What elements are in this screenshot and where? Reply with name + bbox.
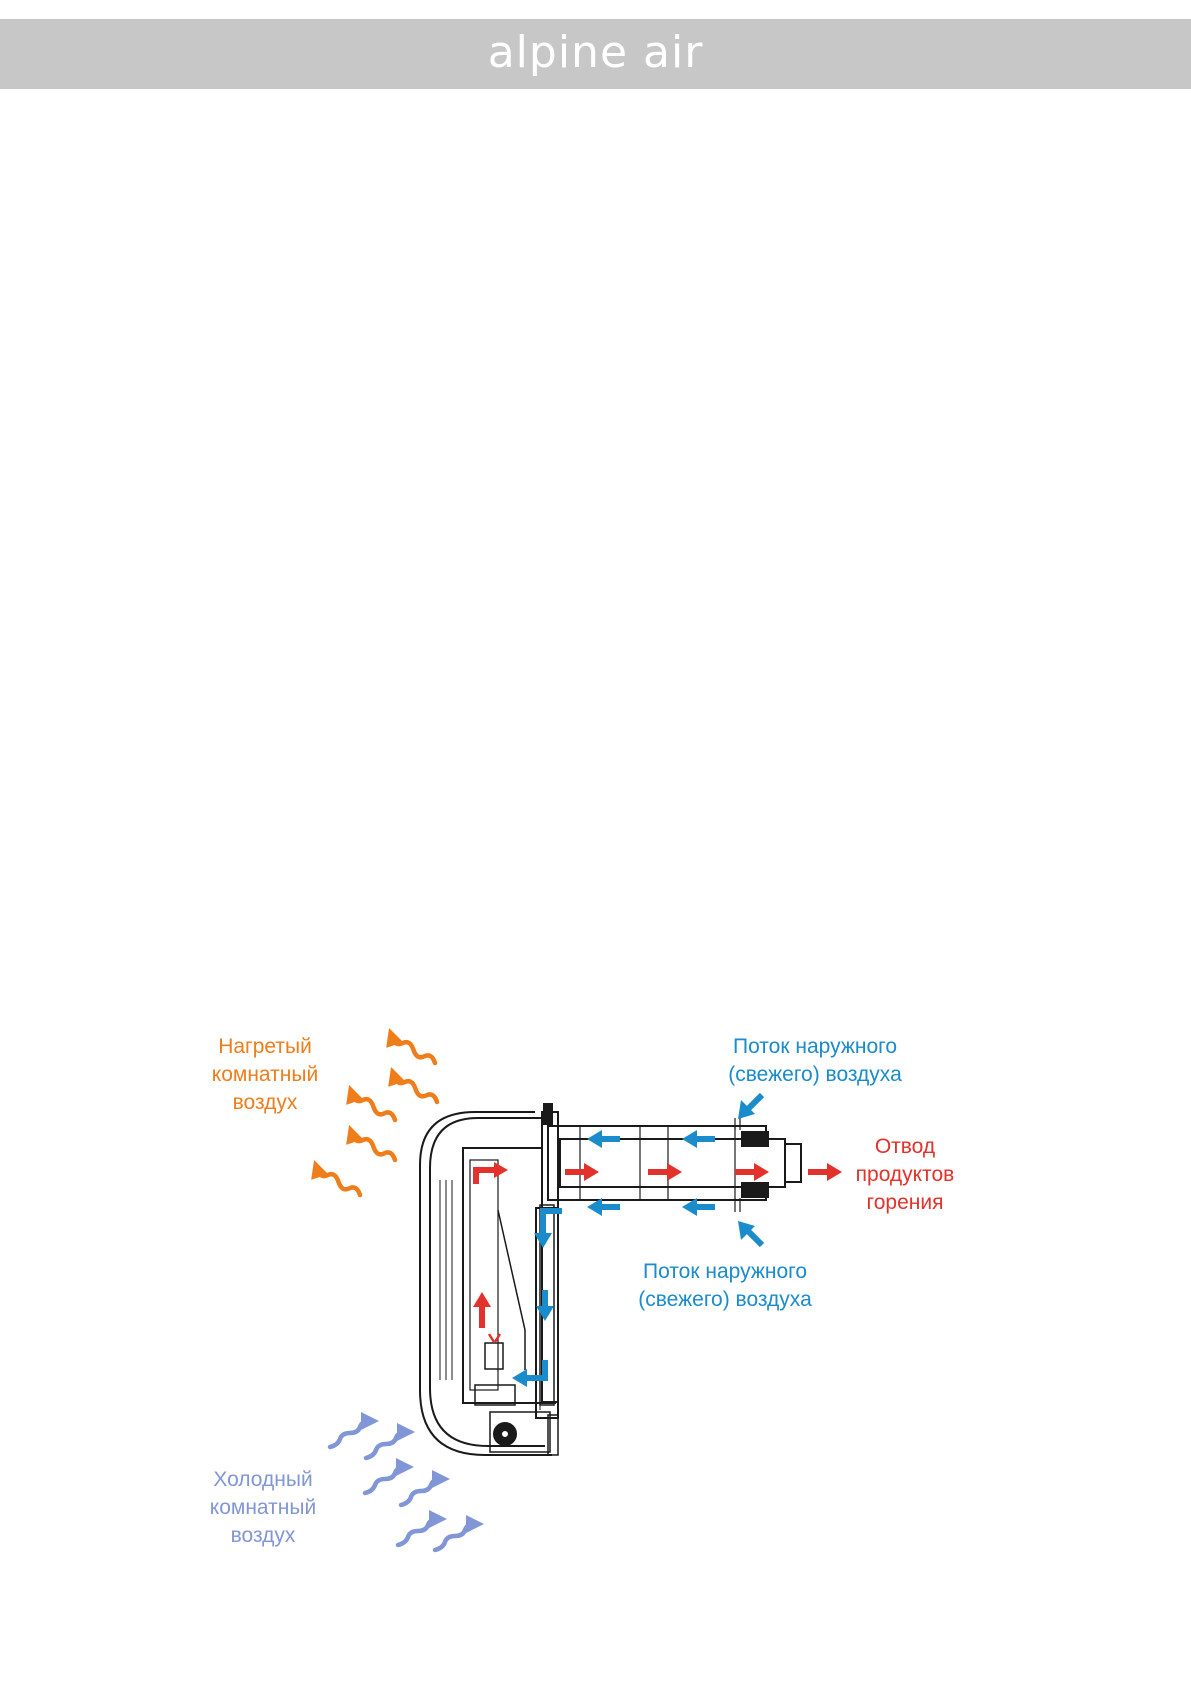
exhaust-label-line: продуктов [855,1163,955,1186]
warm-air-label-line: воздух [232,1091,298,1114]
exhaust-arrows [473,1162,842,1328]
fresh-air-arrow-icon [536,1290,554,1321]
exhaust-arrow-icon [473,1162,508,1184]
fresh-air-arrow-icon [534,1208,562,1248]
fresh-air-arrow-icon [738,1221,765,1248]
fresh-air-bottom-label-line: Поток наружного [642,1260,808,1283]
fresh-air-top-label-line: Поток наружного [732,1035,898,1058]
cold-air-label-line: комнатный [209,1496,317,1519]
exhaust-label-line: горения [866,1191,944,1214]
exhaust-arrow-icon [735,1163,769,1181]
cold-air-label-line: Холодный [213,1468,313,1491]
fresh-air-arrow-icon [512,1360,548,1387]
fresh-air-arrow-icon [587,1198,620,1216]
exhaust-label: Отвод продуктов горения [840,1133,970,1217]
fresh-air-top-label-line: (свежего) воздуха [728,1063,902,1086]
warm-air-label: Нагретый комнатный воздух [185,1033,345,1117]
wavy-arrow-icon [386,1027,438,1066]
header-bar: alpine air [0,19,1191,89]
wavy-arrow-icon [395,1510,447,1548]
fresh-air-bottom-label: Поток наружного (свежего) воздуха [610,1258,840,1314]
wavy-arrow-icon [346,1124,398,1163]
cold-air-label: Холодный комнатный воздух [183,1466,343,1550]
fresh-air-arrow-icon [587,1130,620,1148]
warm-air-arrows [311,1027,440,1198]
wavy-arrow-icon [327,1412,379,1450]
wavy-arrow-icon [363,1423,415,1461]
fresh-air-bottom-label-line: (свежего) воздуха [638,1288,812,1311]
fresh-air-arrows [512,1092,765,1387]
brand-logo: alpine air [487,27,704,78]
fresh-air-top-label: Поток наружного (свежего) воздуха [700,1033,930,1089]
wavy-arrow-icon [311,1159,363,1198]
coaxial-flue-pipe [547,1118,802,1212]
exhaust-arrow-icon [565,1163,599,1181]
wavy-arrow-icon [362,1458,414,1496]
fresh-air-arrow-icon [682,1130,715,1148]
warm-air-label-line: Нагретый [218,1035,312,1058]
fresh-air-arrow-icon [738,1092,765,1119]
exhaust-arrow-icon [808,1163,842,1181]
exhaust-label-line: Отвод [874,1135,936,1158]
wavy-arrow-icon [432,1515,484,1553]
warm-air-label-line: комнатный [211,1063,319,1086]
heater-unit [419,1103,559,1456]
fresh-air-arrow-icon [682,1198,715,1216]
exhaust-arrow-icon [648,1163,682,1181]
exhaust-arrow-icon [473,1292,491,1328]
cold-air-label-line: воздух [230,1524,296,1547]
wavy-arrow-icon [388,1066,440,1105]
cold-air-arrows [327,1412,484,1553]
wavy-arrow-icon [398,1470,450,1508]
wavy-arrow-icon [346,1084,398,1123]
